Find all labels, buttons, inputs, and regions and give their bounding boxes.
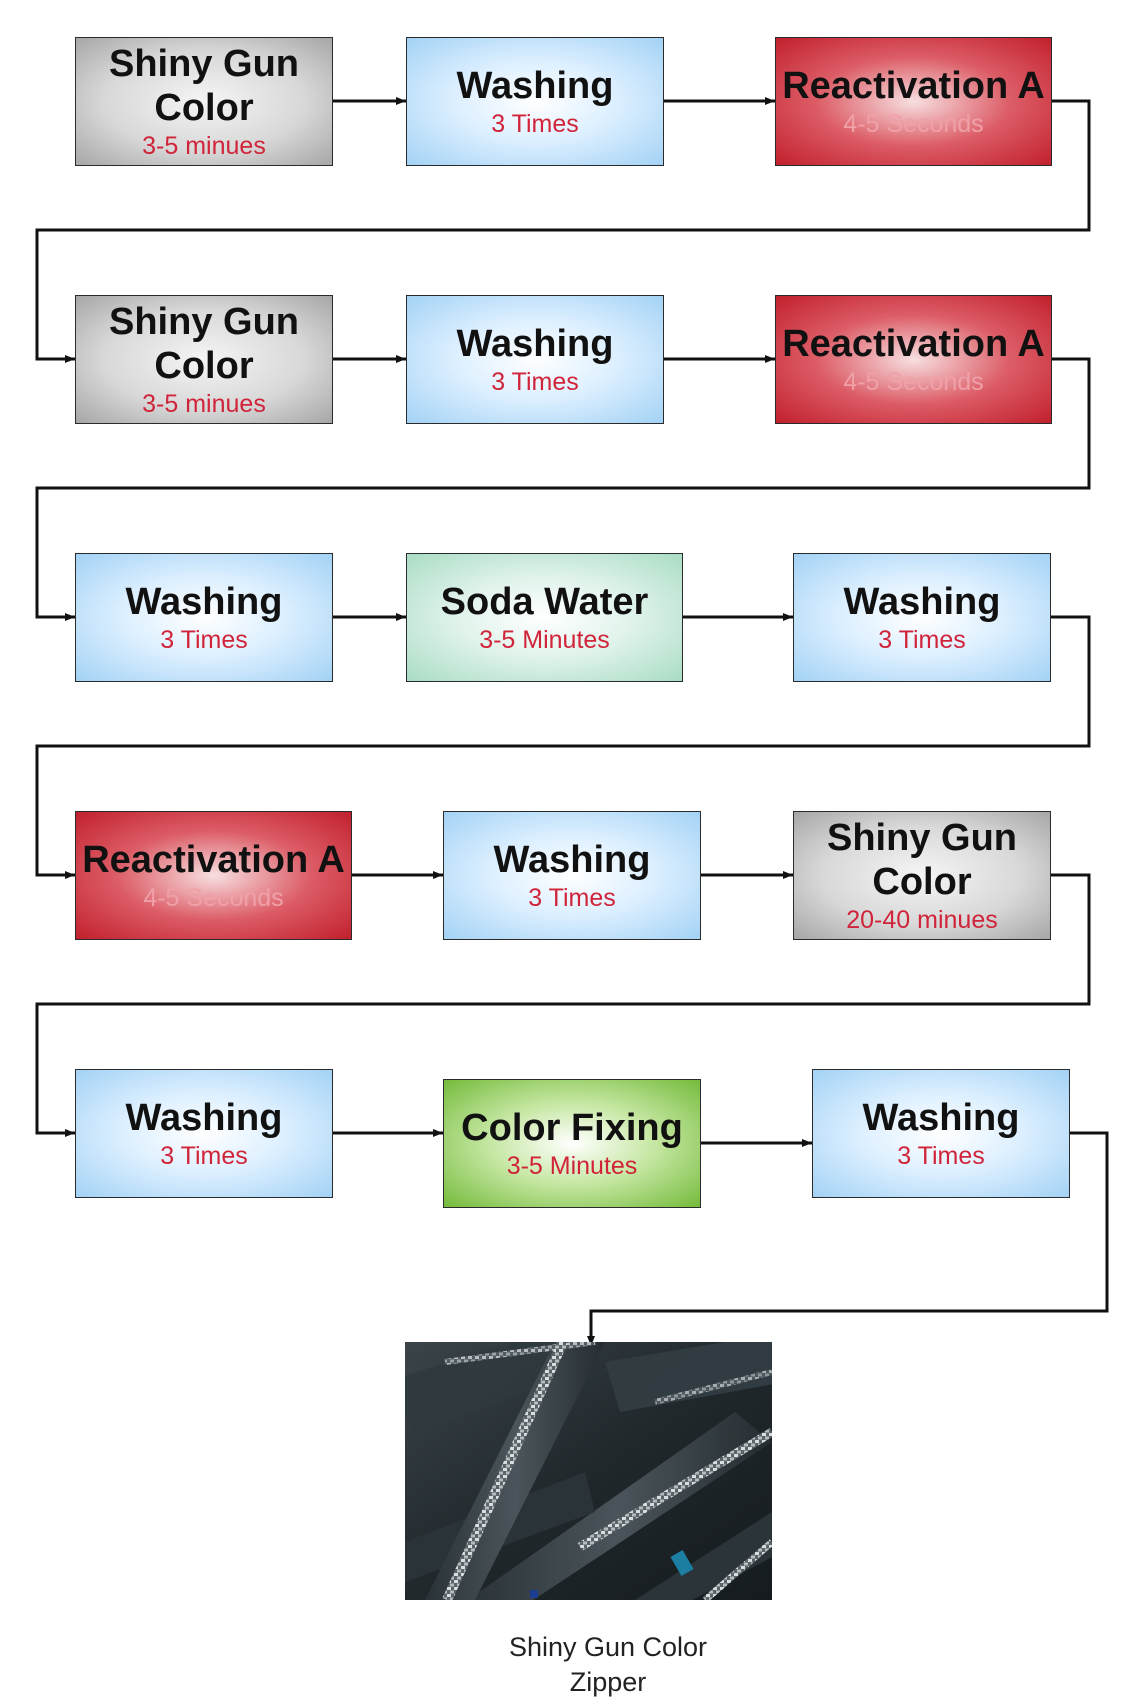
step-title: Washing [493,838,651,881]
step-title: Reactivation A [782,322,1045,365]
connector-15-result [587,1131,1109,1346]
step-title: Shiny Gun Color [109,300,299,387]
step-title: Soda Water [440,580,649,623]
step-subtitle: 4-5 Seconds [843,109,984,138]
step-subtitle: 3-5 Minutes [506,1151,638,1180]
step-subtitle: 4-5 Seconds [143,883,284,912]
connector-9-10 [35,615,1091,879]
step-subtitle: 3 Times [160,625,248,654]
connector-6-7 [35,357,1091,621]
step-title: Color Fixing [461,1106,683,1149]
step-title: Reactivation A [782,64,1045,107]
result-caption-line2: Zipper [569,1667,647,1697]
step-subtitle: 20-40 minues [846,905,998,934]
step-subtitle: 3 Times [878,625,966,654]
step-title: Washing [456,64,614,107]
result-caption-line1: Shiny Gun Color [508,1632,708,1662]
step-title: Reactivation A [82,838,345,881]
zipper-photo [405,1342,772,1600]
step-subtitle: 3 Times [528,883,616,912]
step-subtitle: 3 Times [491,109,579,138]
connector-3-4 [35,99,1091,363]
step-title: Shiny Gun Color [109,42,299,129]
step-subtitle: 3 Times [897,1141,985,1170]
step-subtitle: 3-5 Minutes [479,625,610,654]
result-caption: Shiny Gun Color Zipper [408,1630,808,1700]
step-title: Washing [862,1096,1020,1139]
step-subtitle: 3 Times [160,1141,248,1170]
step-subtitle: 4-5 Seconds [843,367,984,396]
step-subtitle: 3-5 minues [142,131,266,160]
step-title: Washing [125,580,283,623]
step-subtitle: 3-5 minues [142,389,266,418]
step-title: Washing [843,580,1001,623]
step-subtitle: 3 Times [491,367,579,396]
step-title: Shiny Gun Color [827,816,1017,903]
connector-12-13 [35,873,1091,1137]
step-title: Washing [456,322,614,365]
step-title: Washing [125,1096,283,1139]
